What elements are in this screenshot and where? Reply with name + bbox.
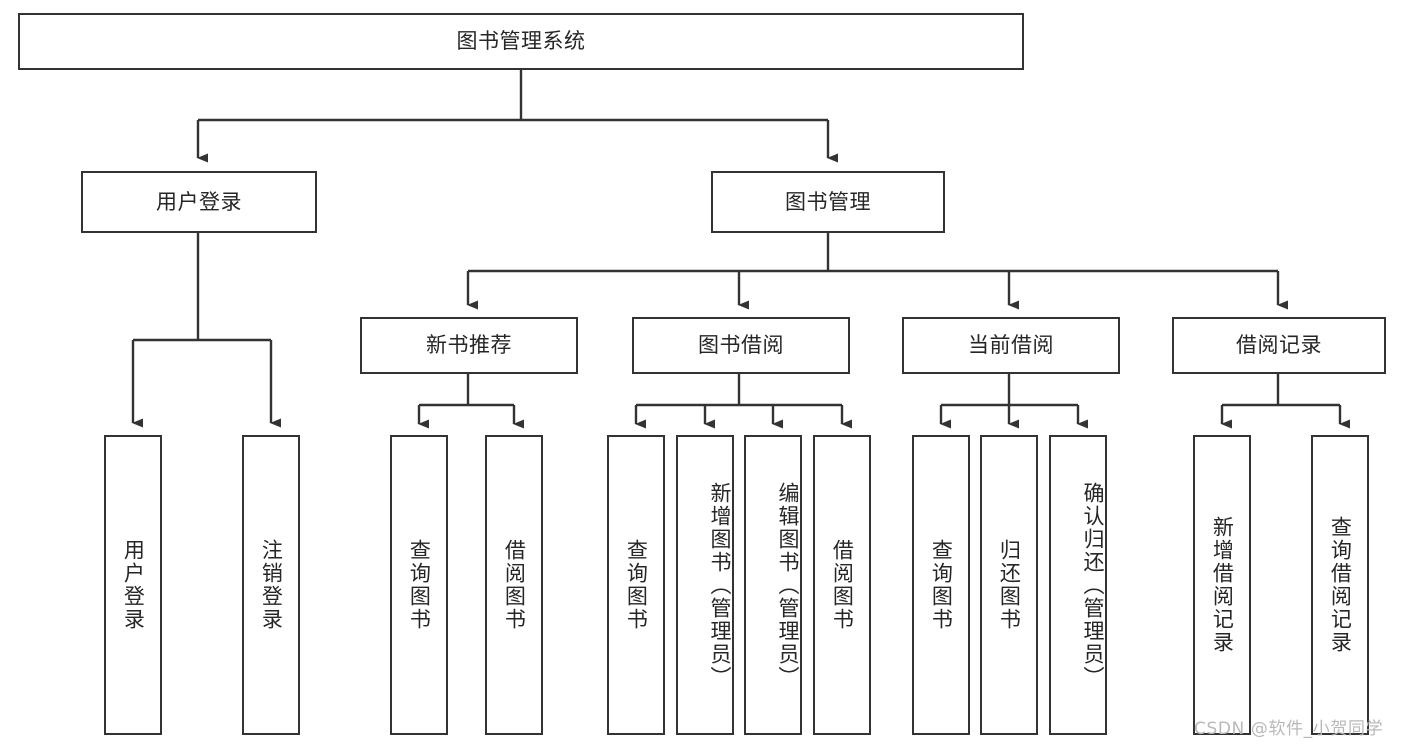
leaf-current-borrow-confirm-return-admin[interactable]: 确认归还（管理员） — [1049, 435, 1107, 735]
leaf-new-book-query-book[interactable]: 查询图书 — [390, 435, 448, 735]
leaf-book-borrow-edit-book-admin[interactable]: 编辑图书（管理员） — [744, 435, 802, 735]
leaf-current-borrow-return-book[interactable]: 归还图书 — [980, 435, 1038, 735]
node-user-login[interactable]: 用户登录 — [81, 171, 317, 233]
node-book-management[interactable]: 图书管理 — [711, 171, 945, 233]
node-current-borrowing[interactable]: 当前借阅 — [902, 317, 1120, 374]
node-book-borrowing[interactable]: 图书借阅 — [632, 317, 850, 374]
leaf-new-book-borrow-book[interactable]: 借阅图书 — [485, 435, 543, 735]
leaf-book-borrow-lend-book[interactable]: 借阅图书 — [813, 435, 871, 735]
leaf-user-login-logout[interactable]: 注销登录 — [242, 435, 300, 735]
node-new-book-recommendation[interactable]: 新书推荐 — [360, 317, 578, 374]
leaf-book-borrow-add-book-admin[interactable]: 新增图书（管理员） — [676, 435, 734, 735]
leaf-borrow-record-add-record[interactable]: 新增借阅记录 — [1193, 435, 1251, 735]
leaf-current-borrow-query-book[interactable]: 查询图书 — [912, 435, 970, 735]
node-borrowing-record[interactable]: 借阅记录 — [1172, 317, 1386, 374]
leaf-book-borrow-query-book[interactable]: 查询图书 — [607, 435, 665, 735]
leaf-borrow-record-query-record[interactable]: 查询借阅记录 — [1311, 435, 1369, 735]
leaf-user-login-login[interactable]: 用户登录 — [104, 435, 162, 735]
node-root-book-management-system[interactable]: 图书管理系统 — [18, 13, 1024, 70]
